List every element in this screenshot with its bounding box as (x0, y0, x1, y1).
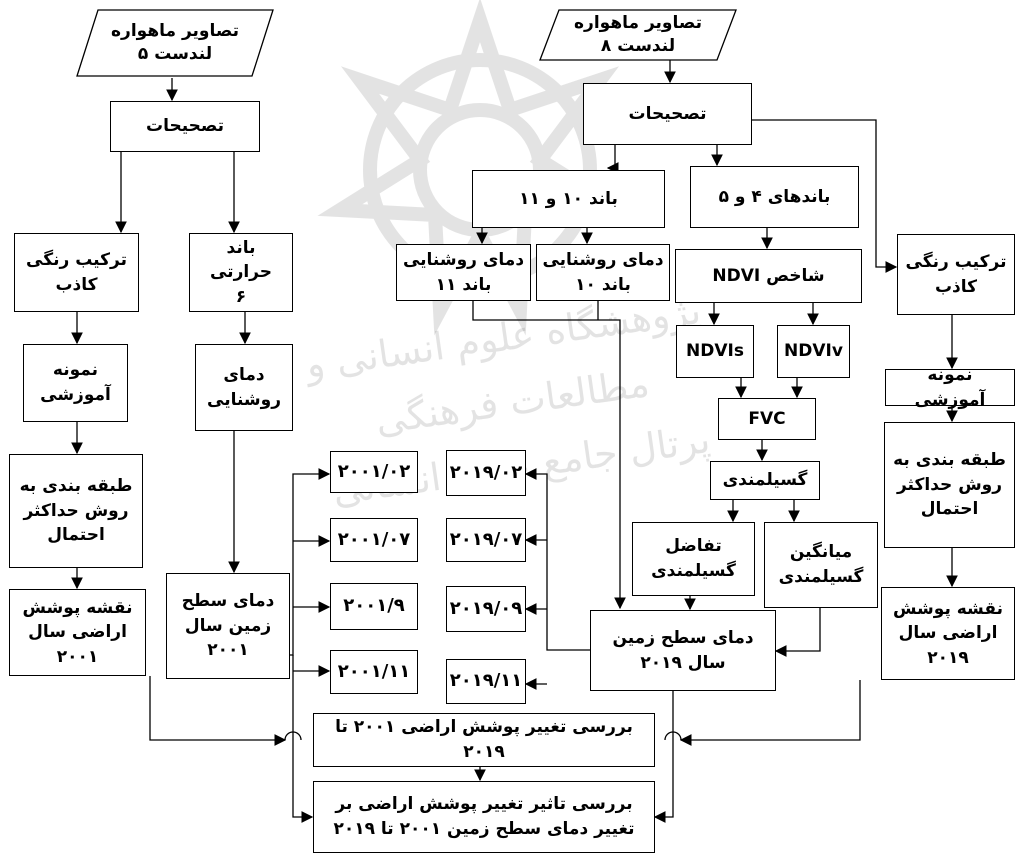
classification-2001-box: طبقه بندی به روش حداکثر احتمال (9, 454, 143, 568)
landcover-change-review-box: بررسی تغییر پوشش اراضی ۲۰۰۱ تا ۲۰۱۹ (313, 713, 655, 767)
date-2001-09: ۲۰۰۱/۹ (330, 583, 418, 630)
date-2019-11: ۲۰۱۹/۱۱ (446, 659, 526, 704)
date-2001-02: ۲۰۰۱/۰۲ (330, 451, 418, 493)
landsat8-input: تصاویر ماهواره لندست ۸ (539, 9, 737, 61)
emissivity-mean-box: میانگین گسیلمندی (764, 522, 878, 608)
lst-2001-box: دمای سطح زمین سال ۲۰۰۱ (166, 573, 290, 679)
false-color-2019-box: ترکیب رنگی کاذب (897, 234, 1015, 315)
training-sample-2019-box: نمونه آموزشی (885, 365, 1015, 410)
emissivity-box: گسیلمندی (710, 461, 820, 500)
ndvis-box: NDVIs (676, 325, 754, 378)
date-2019-07: ۲۰۱۹/۰۷ (446, 518, 526, 562)
bands-10-11-box: باند ۱۰ و ۱۱ (472, 170, 665, 228)
date-2001-07: ۲۰۰۱/۰۷ (330, 518, 418, 562)
training-sample-2001-box: نمونه آموزشی (23, 344, 128, 422)
classification-2019-box: طبقه بندی به روش حداکثر احتمال (884, 422, 1015, 548)
landcover-map-2019-box: نقشه پوشش اراضی سال ۲۰۱۹ (881, 587, 1015, 680)
lst-2019-box: دمای سطح زمین سال ۲۰۱۹ (590, 610, 776, 691)
corrections-2001-box: تصحیحات (110, 101, 260, 152)
brightness-temp-band11-box: دمای روشنایی باند ۱۱ (396, 244, 531, 301)
date-2019-02: ۲۰۱۹/۰۲ (446, 450, 526, 496)
landsat5-label: تصاویر ماهواره لندست ۵ (111, 21, 239, 64)
bands-4-5-box: باندهای ۴ و ۵ (690, 166, 859, 228)
brightness-temp-2001-box: دمای روشنایی (195, 344, 293, 431)
landcover-map-2001-box: نقشه پوشش اراضی سال ۲۰۰۱ (9, 589, 146, 676)
ndvi-index-box: شاخص NDVI (675, 249, 862, 303)
lst-impact-review-box: بررسی تاثیر تغییر پوشش اراضی بر تغییر دم… (313, 781, 655, 853)
thermal-band-6-box: باند حرارتی ۶ (189, 233, 293, 312)
fvc-box: FVC (718, 398, 816, 440)
false-color-2001-box: ترکیب رنگی کاذب (14, 233, 139, 312)
date-2019-09: ۲۰۱۹/۰۹ (446, 586, 526, 632)
landsat8-label: تصاویر ماهواره لندست ۸ (574, 13, 702, 56)
brightness-temp-band10-box: دمای روشنایی باند ۱۰ (536, 244, 670, 301)
corrections-2019-box: تصحیحات (583, 83, 752, 145)
landsat5-input: تصاویر ماهواره لندست ۵ (76, 9, 274, 77)
date-2001-11: ۲۰۰۱/۱۱ (330, 650, 418, 694)
ndviv-box: NDVIv (777, 325, 850, 378)
emissivity-difference-box: تفاضل گسیلمندی (632, 522, 755, 596)
